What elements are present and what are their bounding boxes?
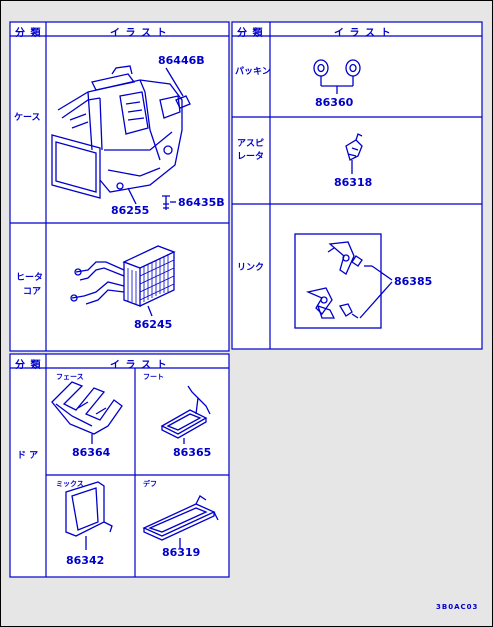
category-door: ド ア xyxy=(17,451,39,461)
left-header-category: 分 類 xyxy=(15,28,42,39)
heater-core-drawing xyxy=(70,245,176,317)
part-number-86342: 86342 xyxy=(66,554,105,567)
part-number-86360: 86360 xyxy=(315,96,354,109)
category-link: リンク xyxy=(237,263,265,273)
door-header-category: 分 類 xyxy=(15,360,42,371)
left-table-panel xyxy=(9,21,230,352)
right-table-panel xyxy=(231,21,483,350)
part-number-86255: 86255 xyxy=(111,204,150,217)
category-case: ケース xyxy=(14,113,41,123)
part-number-86364: 86364 xyxy=(72,446,111,459)
face-door-drawing xyxy=(51,381,123,444)
part-number-86446B: 86446B xyxy=(158,54,205,67)
def-door-drawing xyxy=(142,495,219,548)
mix-door-drawing xyxy=(65,481,113,550)
right-header-illust: イ ラ ス ト xyxy=(334,28,392,39)
category-aspirator-line2: レータ xyxy=(237,152,265,162)
part-number-86365: 86365 xyxy=(173,446,212,459)
foot-door-drawing xyxy=(160,385,211,444)
category-aspirator-line1: アスピ xyxy=(237,139,265,149)
category-packing: パッキン xyxy=(235,67,271,77)
right-header-category: 分 類 xyxy=(237,28,264,39)
door-sub-def: デフ xyxy=(143,480,157,488)
drawing-code: 3B0AC03 xyxy=(436,603,479,611)
door-sub-mix: ミックス xyxy=(56,480,84,488)
link-drawing xyxy=(294,233,393,329)
category-heater-core-line2: コア xyxy=(23,287,42,297)
packing-drawing xyxy=(313,59,361,94)
case-assembly-drawing xyxy=(51,65,191,210)
part-number-86318: 86318 xyxy=(334,176,373,189)
part-number-86385: 86385 xyxy=(394,275,433,288)
door-header-illust: イ ラ ス ト xyxy=(110,360,168,371)
left-header-illust: イ ラ ス ト xyxy=(110,28,168,39)
part-number-86435B: 86435B xyxy=(178,196,225,209)
door-sub-face: フェース xyxy=(56,373,84,381)
part-number-86245: 86245 xyxy=(134,318,173,331)
door-sub-foot: フート xyxy=(143,373,164,381)
door-table-panel xyxy=(9,353,230,578)
part-number-86319: 86319 xyxy=(162,546,201,559)
aspirator-drawing xyxy=(345,133,363,174)
category-heater-core-line1: ヒータ xyxy=(16,273,44,283)
